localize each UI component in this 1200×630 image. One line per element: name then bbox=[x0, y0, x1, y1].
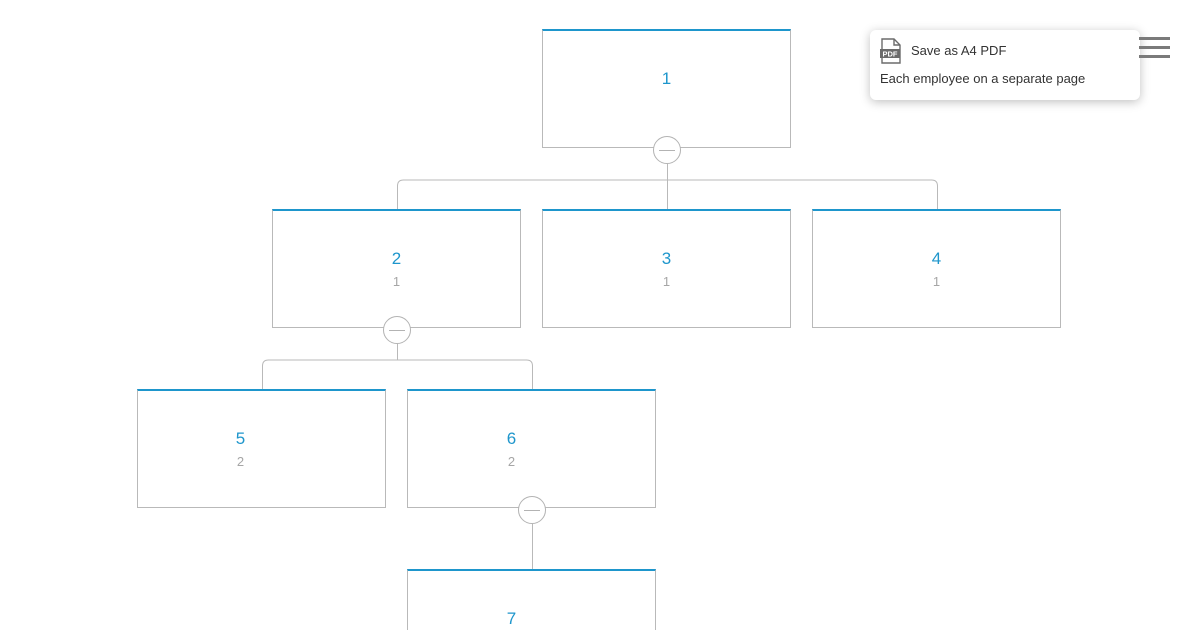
node-title: 5 bbox=[235, 429, 246, 448]
node-subtitle: 1 bbox=[392, 274, 401, 289]
save-as-a4-pdf-description: Each employee on a separate page bbox=[880, 71, 1086, 86]
node-subtitle: 2 bbox=[507, 454, 516, 469]
hamburger-icon[interactable] bbox=[1139, 37, 1170, 59]
save-as-a4-pdf-item[interactable]: PDF Save as A4 PDF bbox=[880, 38, 1006, 64]
org-node-3[interactable]: 3 1 bbox=[542, 209, 791, 328]
save-as-a4-pdf-label: Save as A4 PDF bbox=[911, 43, 1007, 58]
org-node-2[interactable]: 2 1 bbox=[272, 209, 521, 328]
collapse-node-6-button[interactable] bbox=[518, 496, 546, 524]
node-title: 4 bbox=[931, 249, 942, 268]
node-subtitle: 2 bbox=[236, 454, 245, 469]
node-title: 7 bbox=[506, 609, 517, 628]
pdf-file-icon: PDF bbox=[880, 38, 901, 64]
org-node-6[interactable]: 6 2 bbox=[407, 389, 656, 508]
org-node-7[interactable]: 7 bbox=[407, 569, 656, 630]
collapse-node-1-button[interactable] bbox=[653, 136, 681, 164]
node-subtitle: 1 bbox=[932, 274, 941, 289]
org-node-4[interactable]: 4 1 bbox=[812, 209, 1061, 328]
minus-icon bbox=[659, 150, 675, 151]
node-title: 1 bbox=[661, 69, 672, 88]
minus-icon bbox=[524, 510, 540, 511]
export-menu-popup: PDF Save as A4 PDF Each employee on a se… bbox=[870, 30, 1140, 100]
collapse-node-2-button[interactable] bbox=[383, 316, 411, 344]
minus-icon bbox=[389, 330, 405, 331]
node-subtitle: 1 bbox=[662, 274, 671, 289]
svg-text:PDF: PDF bbox=[883, 49, 898, 58]
node-title: 6 bbox=[506, 429, 517, 448]
org-node-5[interactable]: 5 2 bbox=[137, 389, 386, 508]
org-node-1[interactable]: 1 bbox=[542, 29, 791, 148]
node-title: 3 bbox=[661, 249, 672, 268]
node-title: 2 bbox=[391, 249, 402, 268]
